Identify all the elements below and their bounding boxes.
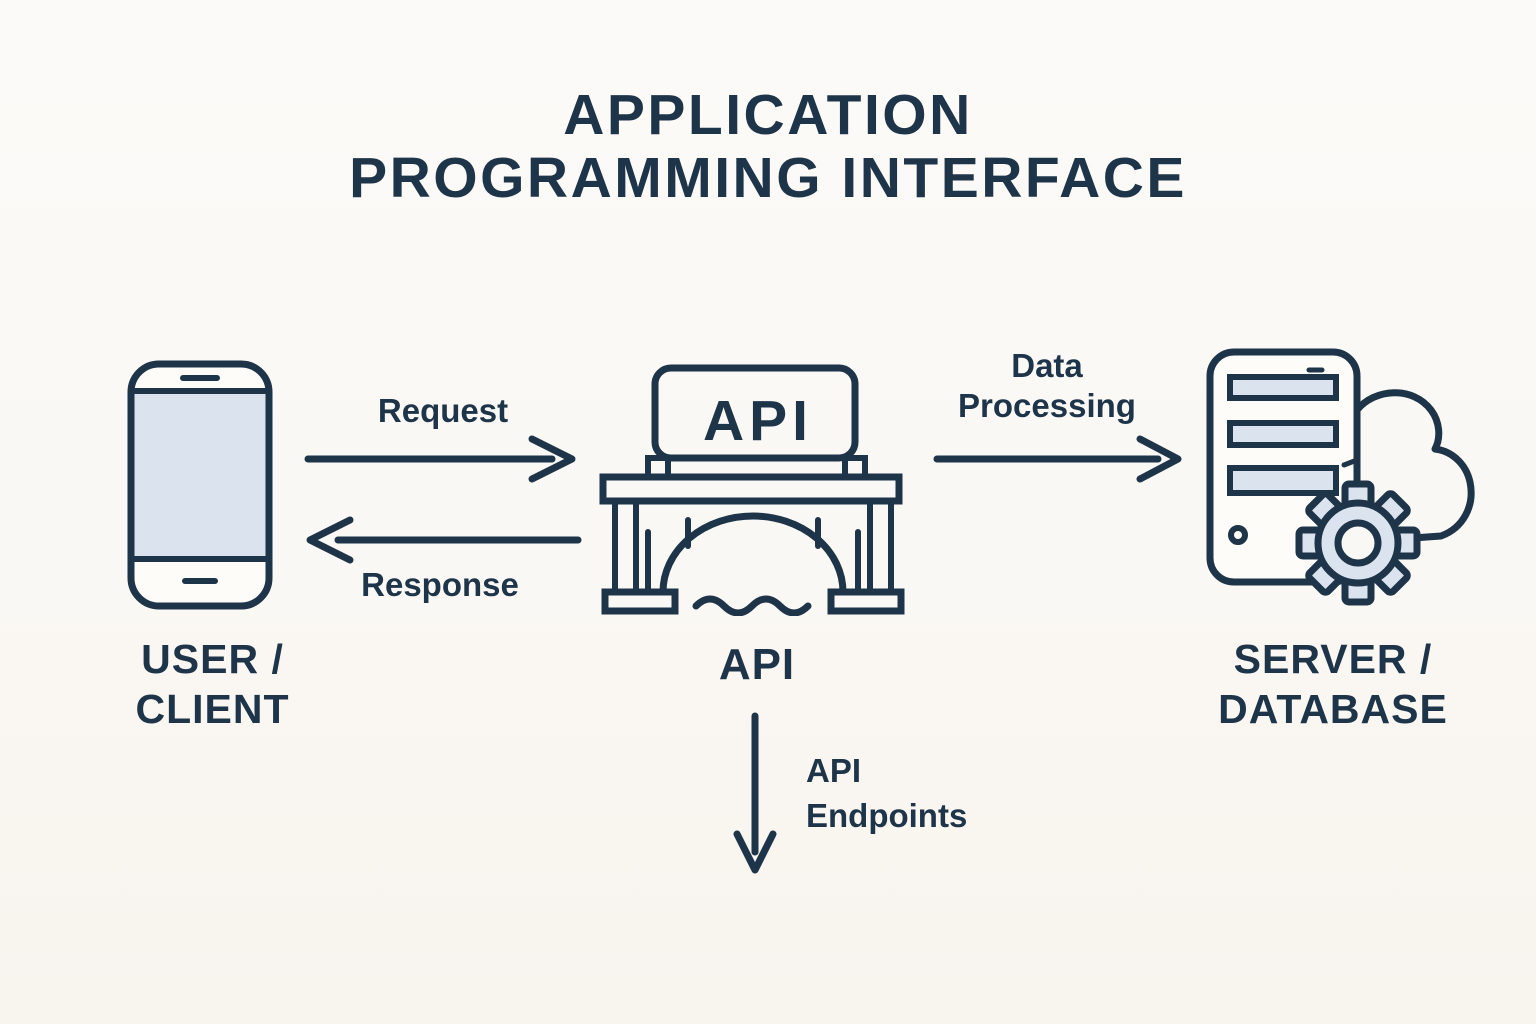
cloud-icon <box>1353 389 1475 542</box>
bridge-arch <box>659 512 847 593</box>
server-slot <box>1227 420 1339 448</box>
water-wave <box>692 595 812 616</box>
page-title: APPLICATION PROGRAMMING INTERFACE <box>349 83 1187 210</box>
request-arrow <box>304 435 576 483</box>
server-power-led <box>1228 525 1248 545</box>
api-sign-board <box>651 364 859 462</box>
bridge-foot-right <box>827 588 905 615</box>
server-cloud-gear-icon <box>1206 348 1475 606</box>
bridge-foot-left <box>601 588 679 615</box>
server-slot <box>1227 374 1339 401</box>
gear-icon <box>1295 480 1421 606</box>
data-processing-arrow <box>933 435 1182 483</box>
request-label: Request <box>377 392 509 429</box>
smartphone-icon <box>127 360 273 610</box>
phone-screen <box>134 394 266 557</box>
api-endpoints-arrow <box>733 712 777 874</box>
server-database-label: SERVER / DATABASE <box>1218 636 1448 732</box>
gear-hub <box>1334 519 1382 567</box>
server-slot <box>1227 465 1339 496</box>
response-arrow <box>306 516 582 564</box>
response-label: Response <box>361 566 519 603</box>
bridge-deck <box>599 473 903 505</box>
api-sign-text: API <box>703 389 813 453</box>
server-accent-dash <box>1341 457 1360 468</box>
user-client-label: USER / CLIENT <box>135 636 290 732</box>
api-endpoints-label: API Endpoints <box>806 752 968 834</box>
data-processing-label: Data Processing <box>958 347 1136 424</box>
bridge-icon: API <box>599 364 905 616</box>
api-node-label: API <box>718 640 796 689</box>
